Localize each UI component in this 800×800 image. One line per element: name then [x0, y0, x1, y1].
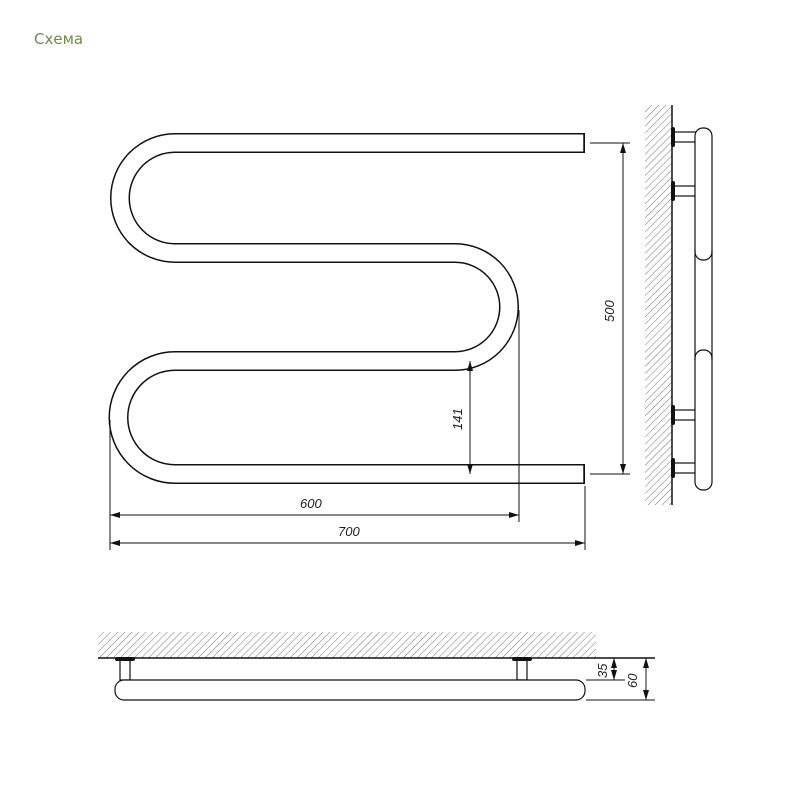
page-title: Схема — [34, 30, 84, 48]
top-view — [98, 632, 655, 701]
dimension-lines — [109, 142, 630, 550]
dim-141: 141 — [450, 408, 465, 430]
dim-60: 60 — [625, 673, 640, 688]
side-view — [645, 105, 713, 505]
dim-35: 35 — [595, 663, 610, 678]
dim-600: 600 — [300, 496, 322, 511]
dim-500: 500 — [602, 300, 617, 322]
front-view-towel-rail — [108, 133, 585, 484]
dim-700: 700 — [338, 524, 360, 539]
